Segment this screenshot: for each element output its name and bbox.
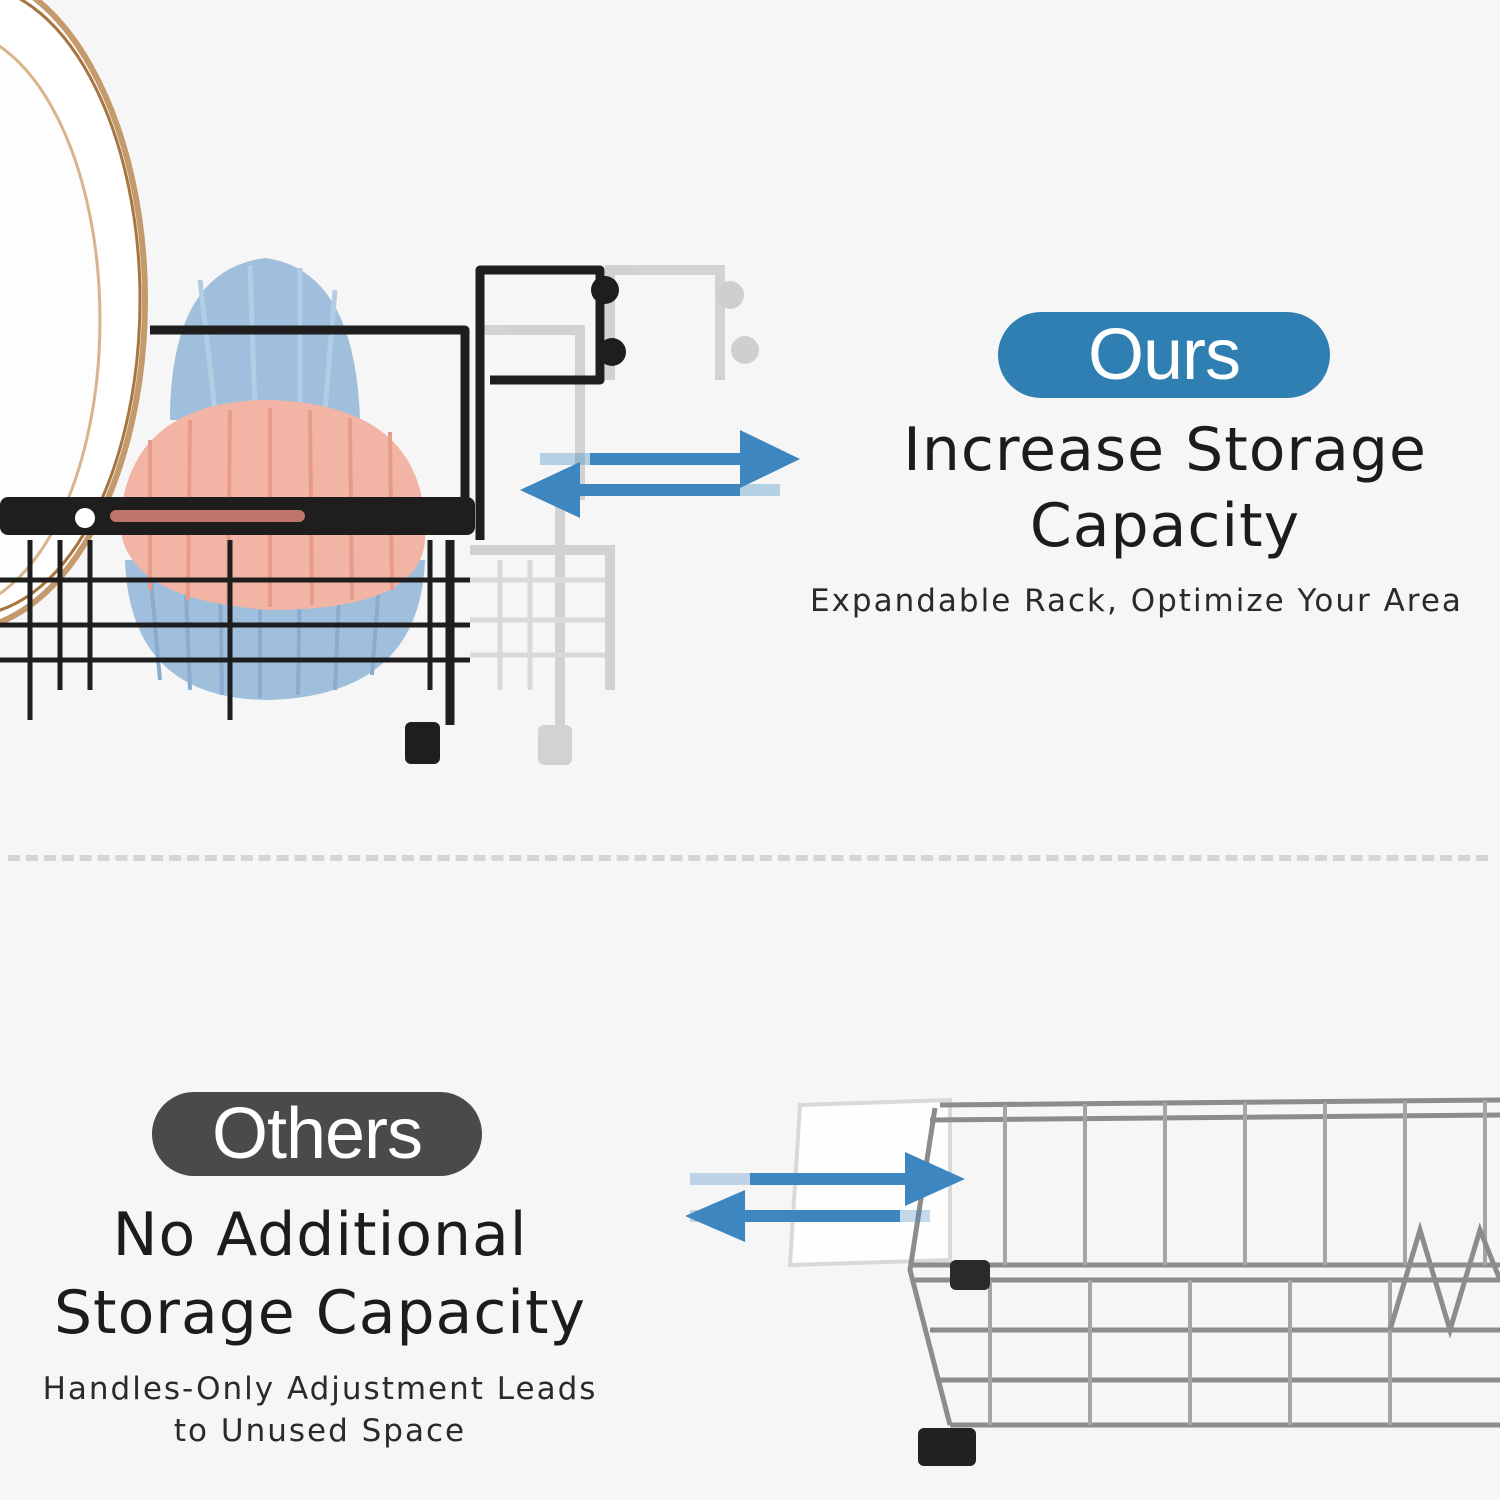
others-badge: Others bbox=[152, 1092, 482, 1176]
others-subtitle: Handles-Only Adjustment Leads to Unused … bbox=[10, 1368, 630, 1452]
others-subtitle-line-1: Handles-Only Adjustment Leads bbox=[42, 1371, 598, 1407]
ours-rack-illustration bbox=[0, 0, 800, 765]
ours-badge-label: Ours bbox=[1087, 315, 1241, 395]
expand-arrows-icon bbox=[685, 1152, 965, 1242]
ours-subtitle-text: Expandable Rack, Optimize Your Area bbox=[810, 583, 1463, 619]
others-headline: No Additional Storage Capacity bbox=[15, 1196, 625, 1352]
others-badge-label: Others bbox=[211, 1094, 423, 1174]
ours-badge: Ours bbox=[998, 312, 1330, 398]
others-headline-line-1: No Additional bbox=[112, 1200, 528, 1270]
ours-headline-line-1: Increase Storage bbox=[903, 415, 1427, 485]
ours-subtitle: Expandable Rack, Optimize Your Area bbox=[810, 580, 1500, 622]
expand-arrows-icon bbox=[520, 430, 800, 518]
others-subtitle-line-2: to Unused Space bbox=[173, 1413, 467, 1449]
ours-headline: Increase Storage Capacity bbox=[860, 412, 1470, 564]
others-rack-illustration bbox=[685, 1097, 1500, 1466]
section-divider bbox=[8, 855, 1488, 861]
others-headline-line-2: Storage Capacity bbox=[53, 1278, 587, 1348]
ours-headline-line-2: Capacity bbox=[1029, 491, 1301, 561]
